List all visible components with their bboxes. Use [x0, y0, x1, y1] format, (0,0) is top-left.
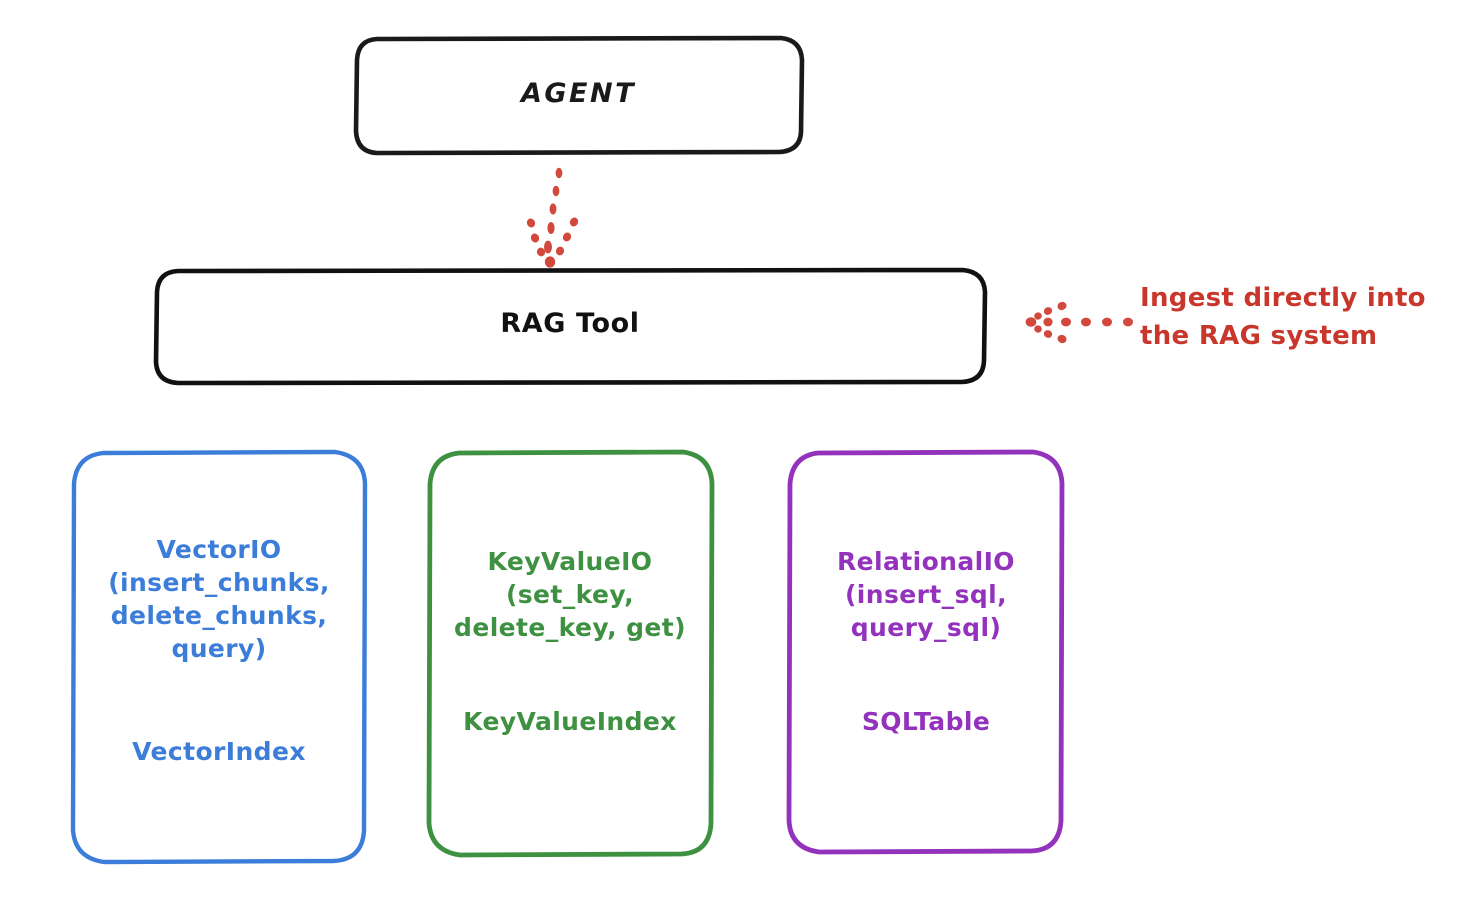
annotation-arrow	[1025, 301, 1133, 344]
agent-to-ragtool-arrow	[526, 167, 579, 268]
vector-store-box[interactable]	[70, 449, 368, 865]
rag-tool-box[interactable]	[153, 267, 988, 386]
keyvalue-store-box[interactable]	[426, 449, 715, 858]
agent-box[interactable]	[353, 35, 805, 156]
relational-store-box[interactable]	[786, 449, 1065, 855]
